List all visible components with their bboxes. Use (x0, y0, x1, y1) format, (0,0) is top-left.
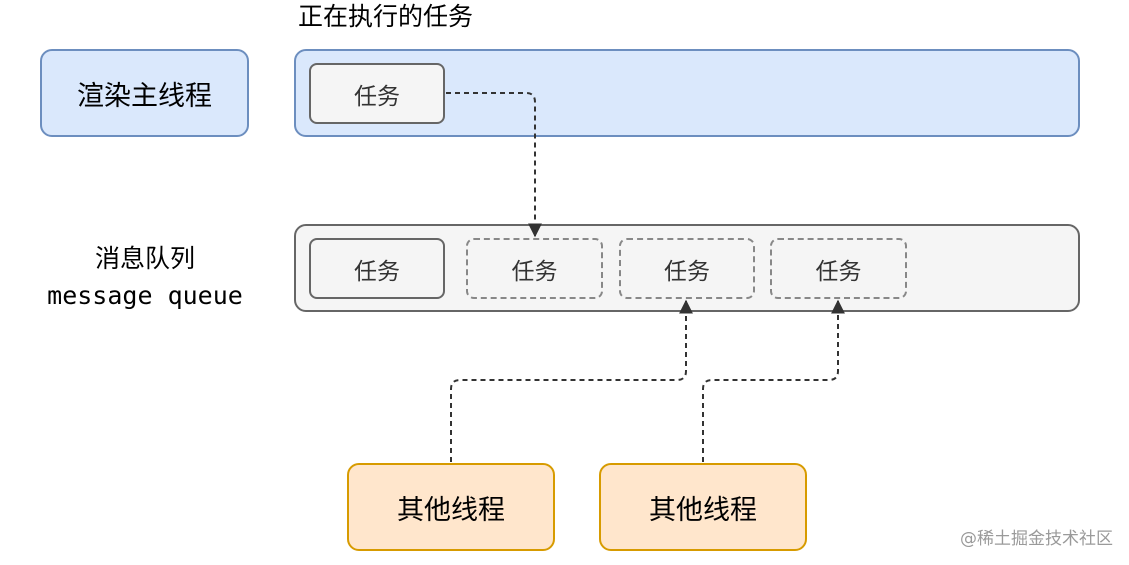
queue-task-label: 任务 (815, 258, 862, 285)
main-thread-label: 渲染主线程 (77, 80, 212, 112)
queue-label-en: message queue (47, 281, 243, 310)
queue-task-label: 任务 (354, 258, 400, 285)
worker2-to-queue-arrow (702, 299, 845, 462)
queue-label-cn: 消息队列 (94, 244, 195, 273)
queue-task-pending: 任务 (466, 238, 603, 299)
other-thread-label: 其他线程 (397, 494, 505, 526)
queue-task: 任务 (309, 238, 445, 299)
running-task-title: 正在执行的任务 (298, 2, 474, 31)
other-thread-box: 其他线程 (599, 463, 807, 551)
queue-task-label: 任务 (511, 258, 558, 285)
queue-task-pending: 任务 (619, 238, 755, 299)
other-thread-box: 其他线程 (347, 463, 555, 551)
queue-task-label: 任务 (664, 258, 710, 285)
running-task: 任务 (309, 63, 445, 124)
main-thread-box: 渲染主线程 (40, 49, 249, 137)
other-thread-label: 其他线程 (649, 494, 757, 526)
running-task-label: 任务 (354, 83, 400, 110)
watermark: @稀土掘金技术社区 (960, 529, 1113, 549)
worker1-to-queue-arrow (450, 299, 693, 462)
queue-task-pending: 任务 (770, 238, 907, 299)
